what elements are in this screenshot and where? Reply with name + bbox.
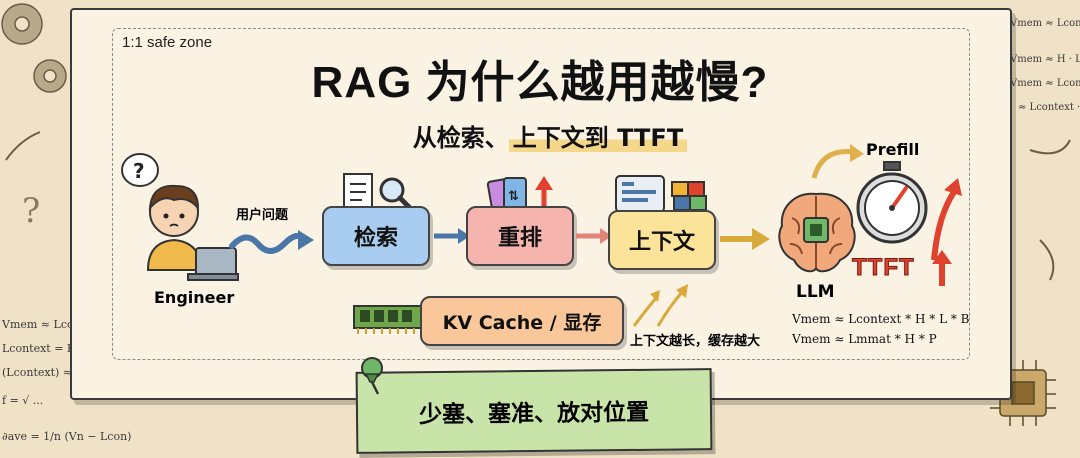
- step-retrieve-box: 检索: [322, 206, 430, 266]
- context-blocks-icon: [615, 175, 707, 213]
- svg-text:?: ?: [22, 191, 40, 231]
- step-rerank-label: 重排: [497, 226, 542, 251]
- prefill-label: Prefill: [866, 140, 920, 159]
- flow-arrow: [720, 228, 770, 250]
- step-context-box: 上下文: [608, 210, 716, 270]
- kv-cache-label: KV Cache / 显存: [442, 311, 602, 334]
- ram-stick-icon: [353, 305, 427, 334]
- svg-text:f = √ ...: f = √ ...: [2, 394, 43, 407]
- prefill-arrow: [811, 144, 864, 179]
- arrow-doodle: [5, 131, 41, 161]
- engineer-figure: ?: [121, 153, 239, 281]
- memory-formula-1: Vmem ≈ Lcontext * H * L * B: [792, 312, 970, 326]
- svg-text:∂ave = 1/n (Vn − Lcon): ∂ave = 1/n (Vn − Lcon): [2, 430, 131, 443]
- safe-zone-frame: [112, 28, 970, 360]
- svg-text:?: ?: [133, 159, 145, 183]
- step-context-label: 上下文: [628, 230, 695, 255]
- safe-zone-label: 1:1 safe zone: [122, 34, 213, 51]
- question-arrow: [229, 230, 314, 254]
- kv-cache-box: KV Cache / 显存: [420, 296, 624, 346]
- svg-text:Vmem ≈ Lcontext/λ²: Vmem ≈ Lcontext/λ²: [1009, 18, 1080, 29]
- step-rerank-box: 重排: [466, 206, 574, 266]
- engineer-label: Engineer: [154, 288, 235, 307]
- subtitle-prefix: 从检索、: [412, 124, 509, 152]
- llm-label: LLM: [796, 282, 835, 302]
- thought-bubble-icon: ?: [121, 153, 159, 187]
- growth-label: 上下文越长，缓存越大: [630, 334, 761, 349]
- subtitle-highlight: 上下文到 TTFT: [508, 124, 688, 152]
- ttft-label: TTFT: [852, 254, 915, 282]
- ttft-up-arrow: [932, 250, 952, 286]
- flow-arrow: [576, 228, 612, 244]
- question-label: 用户问题: [236, 208, 289, 223]
- step-retrieve-label: 检索: [353, 226, 398, 251]
- stopwatch-icon: [856, 161, 928, 244]
- flow-arrow: [434, 228, 470, 244]
- svg-text:⇅: ⇅: [508, 189, 519, 204]
- pushpin-icon: [361, 357, 383, 395]
- rerank-cards-icon: ⇅: [486, 176, 553, 215]
- growth-arrows-icon: [632, 284, 688, 327]
- page-subtitle: 从检索、上下文到 TTFT: [380, 118, 720, 153]
- takeaway-note: 少塞、塞准、放对位置: [355, 368, 713, 454]
- page-title: RAG 为什么越用越慢?: [311, 58, 769, 107]
- latency-up-arrow: [931, 178, 962, 261]
- takeaway-text: 少塞、塞准、放对位置: [418, 399, 650, 429]
- document-search-icon: [343, 173, 415, 213]
- memory-formula-2: Vmem ≈ Lmmat * H * P: [792, 332, 937, 346]
- llm-brain-icon: [778, 192, 856, 273]
